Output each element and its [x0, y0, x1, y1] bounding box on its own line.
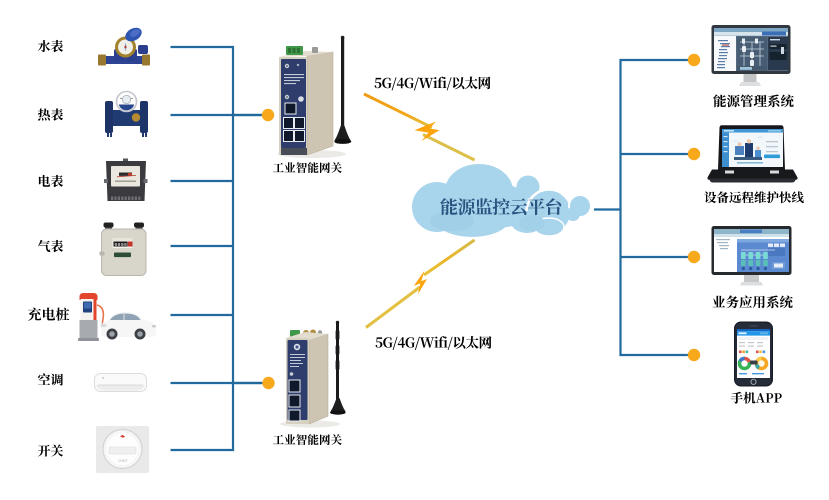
svg-text:CHNT: CHNT — [118, 459, 129, 463]
svg-text:0000: 0000 — [115, 242, 128, 248]
